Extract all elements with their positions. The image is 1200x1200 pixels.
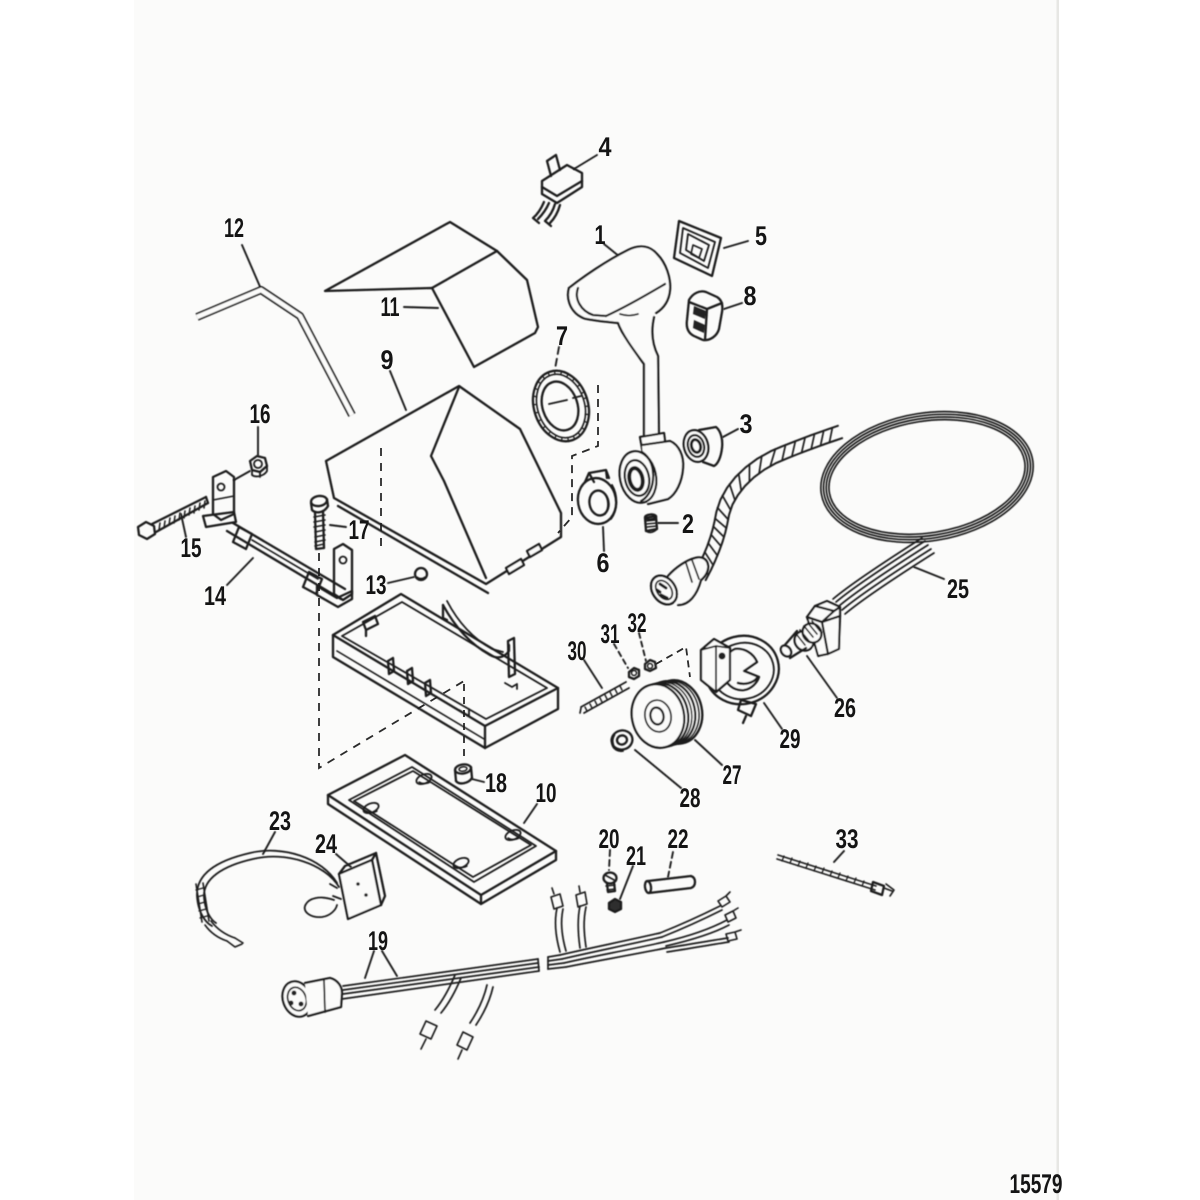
svg-text:19: 19: [368, 926, 388, 956]
svg-text:15579: 15579: [1010, 1169, 1063, 1199]
svg-text:9: 9: [381, 345, 394, 375]
svg-text:6: 6: [597, 548, 610, 578]
svg-text:29: 29: [780, 724, 801, 754]
svg-text:22: 22: [668, 824, 689, 854]
svg-text:25: 25: [947, 574, 969, 604]
svg-text:10: 10: [536, 778, 557, 808]
svg-text:2: 2: [682, 509, 694, 539]
svg-text:11: 11: [381, 292, 400, 322]
svg-text:27: 27: [723, 760, 742, 790]
svg-text:7: 7: [556, 321, 568, 351]
svg-text:32: 32: [628, 608, 647, 638]
svg-text:14: 14: [204, 581, 226, 611]
svg-text:20: 20: [599, 824, 620, 854]
svg-text:15: 15: [181, 533, 202, 563]
svg-text:33: 33: [836, 824, 859, 854]
svg-text:18: 18: [485, 768, 507, 798]
svg-text:1: 1: [595, 220, 606, 250]
svg-text:28: 28: [680, 783, 701, 813]
svg-text:23: 23: [269, 806, 291, 836]
svg-text:12: 12: [224, 213, 244, 243]
svg-text:30: 30: [568, 636, 587, 666]
svg-text:8: 8: [744, 281, 757, 311]
svg-text:24: 24: [315, 829, 337, 859]
svg-text:4: 4: [599, 132, 612, 162]
svg-text:13: 13: [366, 570, 387, 600]
svg-text:21: 21: [626, 841, 646, 871]
svg-text:31: 31: [601, 619, 620, 649]
svg-text:5: 5: [755, 221, 767, 251]
svg-text:16: 16: [250, 399, 271, 429]
svg-text:26: 26: [834, 693, 856, 723]
svg-text:3: 3: [740, 409, 753, 439]
svg-text:17: 17: [349, 515, 370, 545]
